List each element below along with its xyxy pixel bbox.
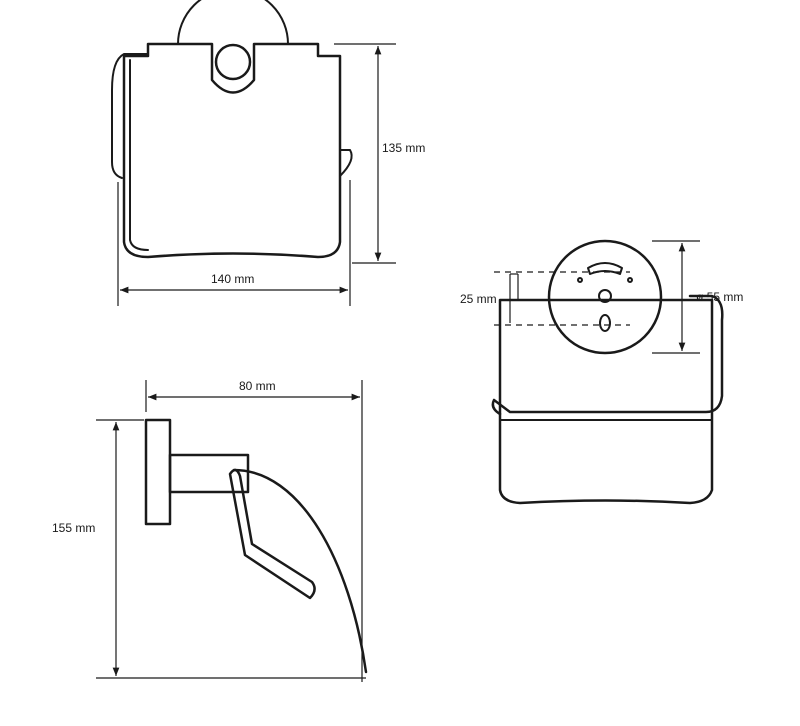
rear-small-dot-left	[577, 277, 583, 283]
rear-rosette	[547, 239, 663, 355]
front-lid-inner	[129, 59, 149, 251]
side-paper-arc	[232, 468, 368, 674]
side-depth-dimension: 80 mm	[145, 379, 363, 682]
screw-spacing-label: 25 mm	[460, 292, 497, 306]
front-height-label: 135 mm	[382, 141, 425, 155]
front-knob	[214, 43, 252, 81]
rear-small-dot-right	[627, 277, 633, 283]
side-depth-label: 80 mm	[239, 379, 276, 393]
rear-screw-hole-top	[598, 289, 612, 303]
rosette-diameter-label: ø 55 mm	[696, 290, 743, 304]
rear-body	[498, 298, 714, 505]
front-view	[111, 0, 353, 259]
rear-screw-hole-bottom	[599, 314, 611, 332]
side-arm-block	[168, 453, 250, 494]
side-wire-arm	[228, 468, 316, 600]
front-rosette	[177, 0, 289, 45]
front-width-label: 140 mm	[211, 272, 254, 286]
rosette-diameter-dimension: ø 55 mm	[652, 240, 743, 354]
side-view	[144, 418, 368, 674]
front-height-dimension: 135 mm	[334, 43, 425, 264]
front-clip	[339, 149, 353, 177]
screw-spacing-dimension: 25 mm	[460, 271, 630, 326]
side-height-dimension: 155 mm	[52, 419, 366, 679]
rear-view	[491, 239, 724, 505]
side-height-label: 155 mm	[52, 521, 95, 535]
side-rosette	[144, 418, 172, 526]
front-wire-arm	[111, 53, 149, 179]
front-lid	[122, 42, 342, 259]
front-width-dimension: 140 mm	[117, 180, 351, 306]
rear-wire-arm	[491, 294, 724, 416]
